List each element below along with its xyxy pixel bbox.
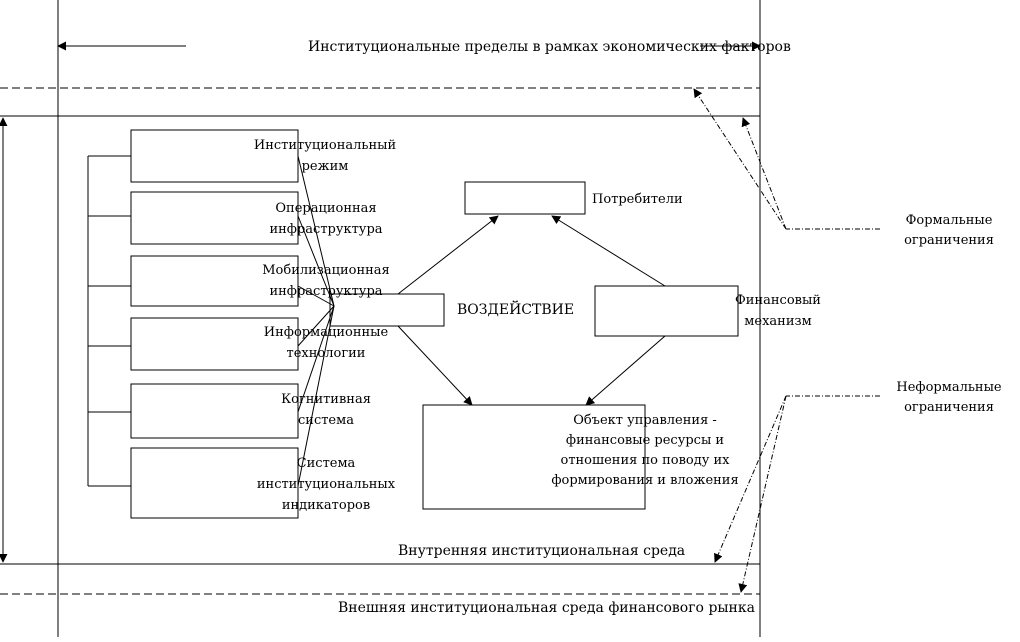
box-operational-infrastructure: [130, 191, 299, 245]
impact-to-object-arrow: [397, 325, 473, 406]
label-consumers: Потребители: [592, 192, 683, 207]
informal-to-outer-bottom-arrow: [738, 395, 787, 593]
impact-box: [329, 293, 445, 327]
constraint-lines: [693, 88, 880, 593]
frame-lines: [0, 0, 761, 637]
top-label: Институциональные пределы в рамках эконо…: [308, 39, 791, 55]
management-object-box: [422, 404, 646, 510]
informal-to-inner-bottom-arrow: [714, 395, 787, 563]
mechanism-to-object-arrow: [585, 335, 666, 406]
box-mobilization-infrastructure: [130, 255, 299, 307]
consumers-box: [464, 181, 586, 215]
box-institutional-regime: [130, 129, 299, 183]
mechanism-to-consumers-arrow: [551, 215, 666, 287]
outer-env-label: Внешняя институциональная среда финансов…: [338, 600, 755, 616]
box-cognitive-system: [130, 383, 299, 439]
impact-to-consumers-arrow: [397, 215, 499, 295]
inner-env-label: Внутренняя институциональная среда: [398, 543, 685, 559]
institution-boxes: [130, 129, 299, 519]
formal-to-outer-top-arrow: [693, 88, 787, 230]
institution-bracket: [87, 155, 131, 487]
box-indicator-system: [130, 447, 299, 519]
label-impact: ВОЗДЕЙСТВИЕ: [457, 299, 574, 318]
convergence-lines: [297, 155, 335, 487]
financial-mechanism-box: [594, 285, 739, 337]
box-information-technologies: [130, 317, 299, 371]
formal-to-inner-top-arrow: [741, 117, 787, 230]
